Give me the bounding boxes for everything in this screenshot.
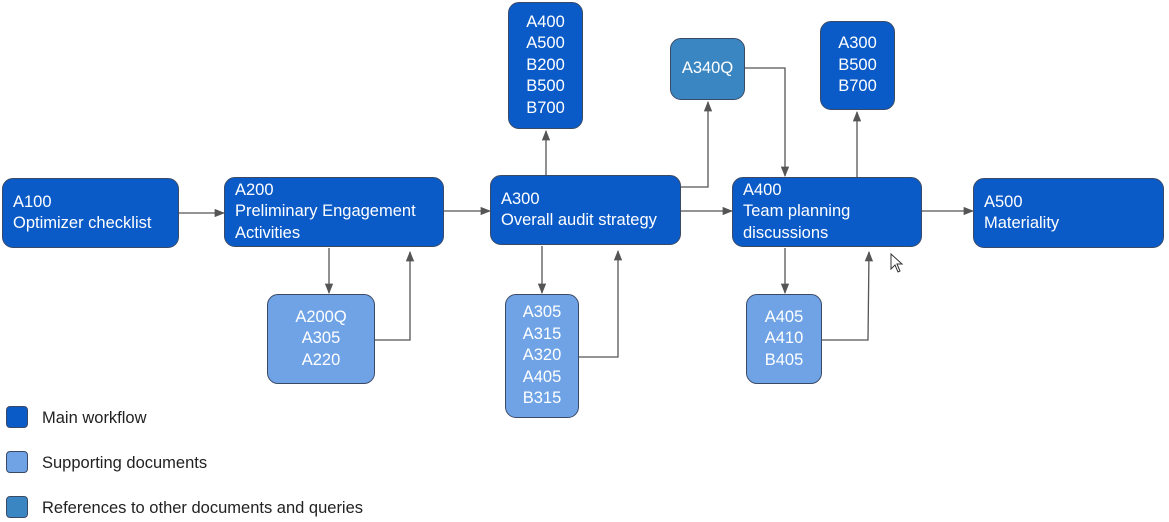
ref-line-3: B200 — [526, 55, 565, 74]
ref-line-1: A300 — [838, 34, 877, 53]
node-a100-line-1: A100 — [13, 192, 52, 211]
doc-line-1: A405 — [764, 307, 804, 326]
legend-swatch-supporting — [6, 451, 28, 473]
legend-label-supporting: Supporting documents — [42, 454, 208, 472]
ref-line-2: B500 — [838, 55, 877, 74]
node-a400-references[interactable]: A300 B500 B700 — [820, 21, 895, 110]
doc-line-2: A305 — [301, 329, 341, 348]
node-a200-line-2: Preliminary Engagement — [235, 202, 416, 221]
node-a300-references[interactable]: A400 A500 B200 B500 B700 — [508, 2, 583, 129]
node-a500[interactable]: A500 Materiality — [973, 178, 1164, 248]
legend-label-references: References to other documents and querie… — [42, 499, 364, 517]
node-a500-line-2: Materiality — [984, 214, 1060, 232]
legend-label-main: Main workflow — [42, 409, 147, 427]
arrow-docs-to-a400 — [822, 250, 874, 341]
arrow-a340q-to-a400 — [745, 67, 790, 178]
doc-line-2: A410 — [764, 329, 804, 348]
node-a300-supporting-docs[interactable]: A305 A315 A320 A405 B315 — [505, 294, 579, 418]
arrow-a300-to-a340q — [681, 100, 713, 188]
doc-line-3: A320 — [522, 346, 562, 365]
doc-line-4: A405 — [522, 367, 562, 386]
ref-line-1: A400 — [526, 12, 565, 31]
doc-line-5: B315 — [522, 389, 562, 408]
doc-line-1: A200Q — [295, 307, 347, 326]
arrow-docs-to-a200 — [375, 250, 415, 341]
node-a200-line-1: A200 — [235, 180, 274, 199]
node-a340q[interactable]: A340Q — [670, 38, 745, 100]
node-a400-line-3: discussions — [743, 223, 829, 242]
doc-line-1: A305 — [522, 303, 562, 322]
node-a200[interactable]: A200 Preliminary Engagement Activities — [224, 177, 444, 247]
ref-line-4: B500 — [526, 77, 565, 96]
mouse-cursor-icon — [890, 253, 904, 273]
legend-swatch-main — [6, 406, 28, 428]
doc-line-3: B405 — [764, 350, 804, 369]
doc-line-2: A315 — [522, 324, 562, 343]
ref-line-2: A500 — [526, 34, 565, 53]
legend-swatch-references — [6, 496, 28, 518]
ref-line-5: B700 — [526, 98, 565, 117]
node-a400-line-2: Team planning — [743, 202, 851, 221]
node-a400-supporting-docs[interactable]: A405 A410 B405 — [746, 294, 822, 384]
ref-line-3: B700 — [838, 77, 877, 96]
doc-line-3: A220 — [301, 350, 341, 369]
node-a400-line-1: A400 — [743, 180, 782, 199]
node-a400[interactable]: A400 Team planning discussions — [732, 177, 922, 247]
node-a300-line-1: A300 — [501, 189, 540, 208]
node-a500-line-1: A500 — [984, 192, 1023, 211]
node-a300-line-2: Overall audit strategy — [501, 211, 657, 229]
node-a200-supporting-docs[interactable]: A200Q A305 A220 — [267, 294, 375, 384]
node-a100[interactable]: A100 Optimizer checklist — [2, 178, 179, 248]
node-a300[interactable]: A300 Overall audit strategy — [490, 175, 681, 245]
node-a340q-label: A340Q — [681, 59, 734, 78]
arrow-docs-to-a300 — [579, 249, 623, 358]
node-a200-line-3: Activities — [235, 223, 301, 242]
node-a100-line-2: Optimizer checklist — [13, 214, 152, 232]
